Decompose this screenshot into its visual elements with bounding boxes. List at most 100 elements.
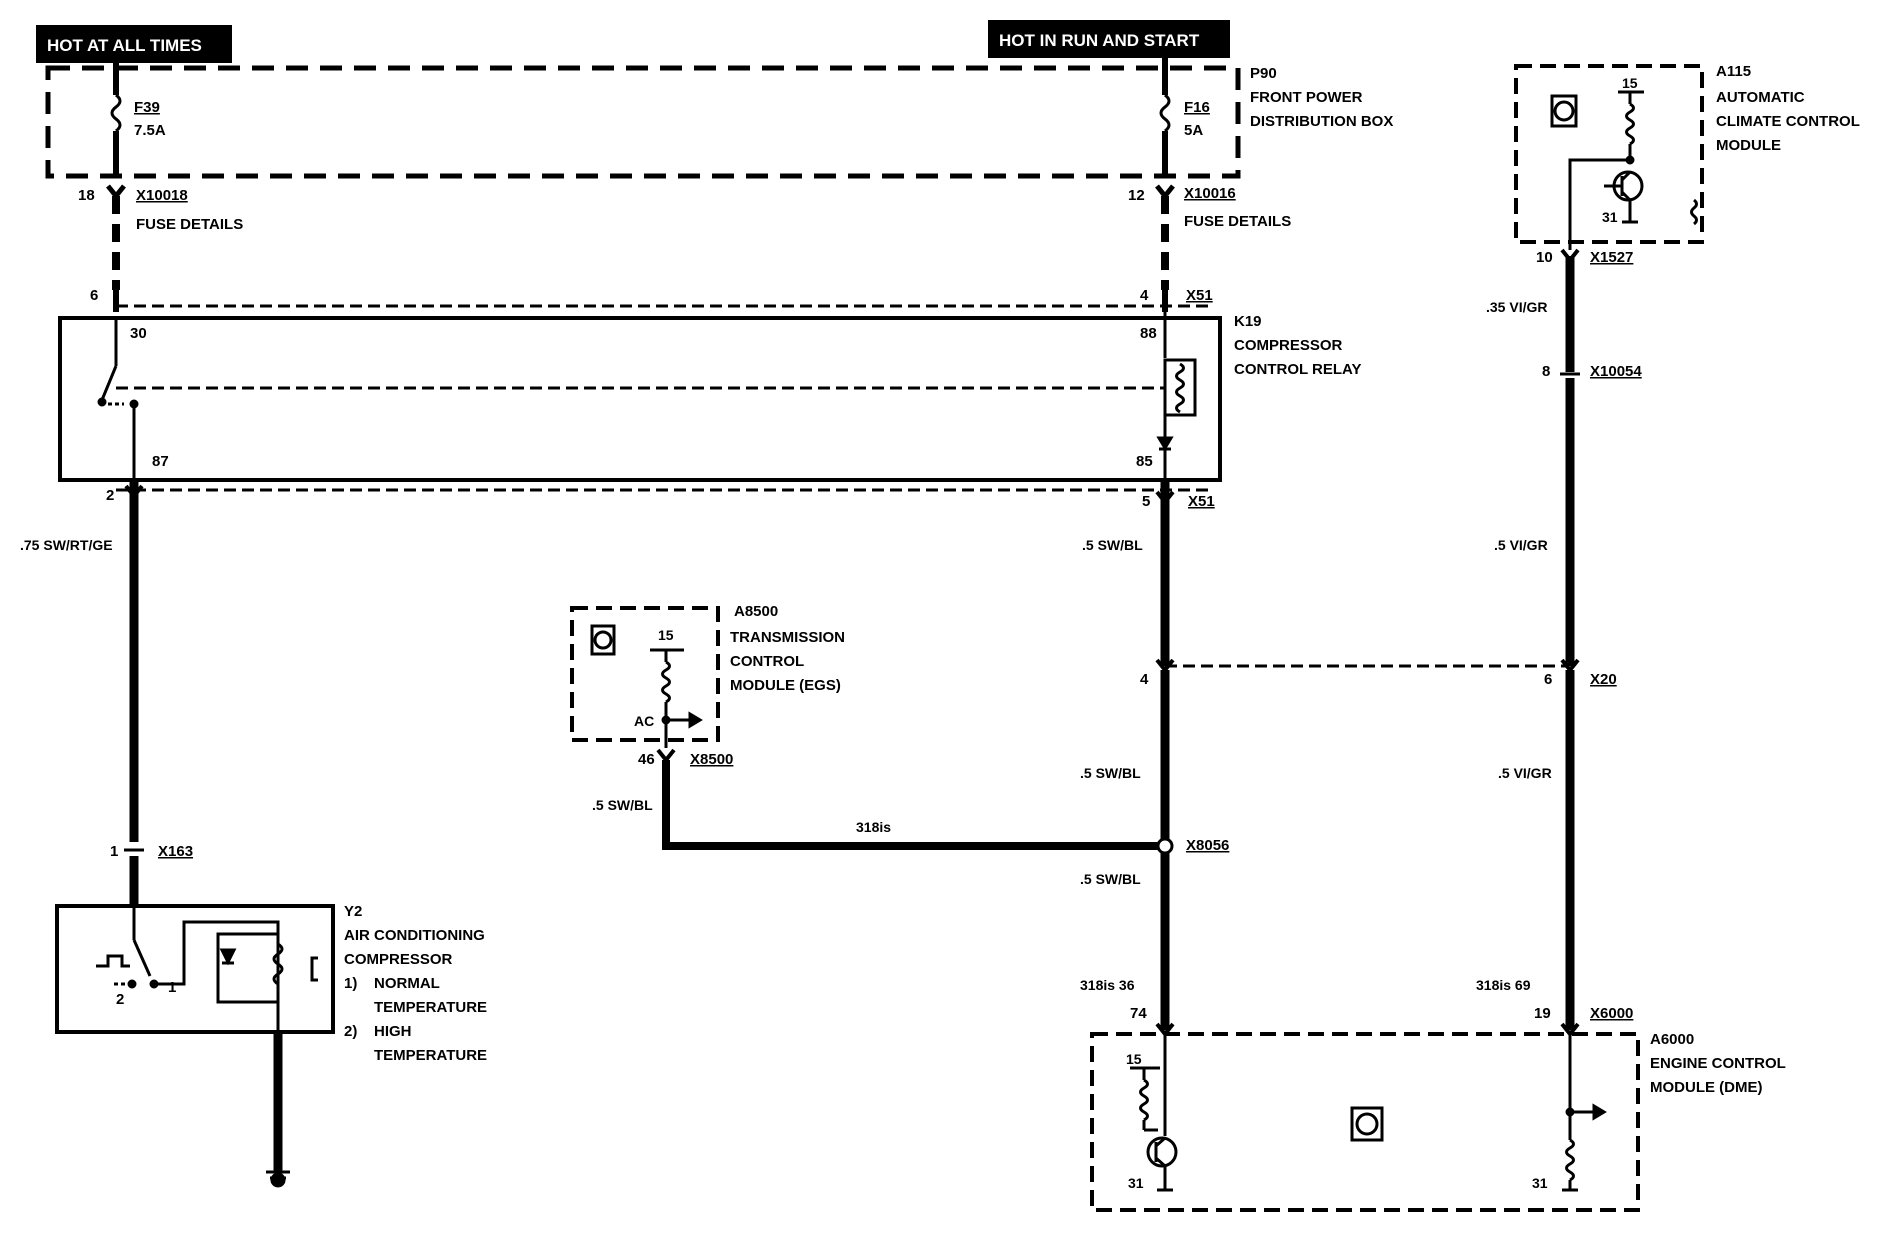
pin-4: 4: [1140, 287, 1149, 304]
svg-text:HOT AT ALL TIMES: HOT AT ALL TIMES: [47, 36, 202, 55]
fuse-f39-name: F39: [134, 99, 160, 116]
wire-label-w5: .5 SW/BL: [1082, 537, 1143, 553]
k19-id: K19: [1234, 313, 1262, 330]
fuse-details-left: FUSE DETAILS: [136, 216, 243, 233]
pin-18: 18: [78, 187, 95, 204]
fuse-details-right: FUSE DETAILS: [1184, 213, 1291, 230]
pin-46: 46: [638, 751, 655, 768]
y2-label-2: COMPRESSOR: [344, 951, 453, 968]
p90-distribution-box: [45, 65, 1241, 179]
ground-icon: [266, 1170, 290, 1188]
connector-x163-label: X163: [158, 843, 193, 860]
wire-label-w7: .5 SW/BL: [1080, 765, 1141, 781]
banner-hot-at-all-times: HOT AT ALL TIMES: [36, 25, 232, 63]
a6000-label-2: MODULE (DME): [1650, 1079, 1763, 1096]
y2-id: Y2: [344, 903, 362, 920]
fuse-f16: [1159, 58, 1171, 176]
p90-label-1: FRONT POWER: [1250, 89, 1363, 106]
pin-31c: 31: [1128, 1175, 1144, 1191]
y2-note-num-2: 2): [344, 1023, 357, 1040]
a8500-id: A8500: [734, 603, 778, 620]
pin-15a: 15: [1622, 75, 1638, 91]
pin-6: 6: [90, 287, 98, 304]
y2-note-2a: HIGH: [374, 1023, 412, 1040]
a6000-label-1: ENGINE CONTROL: [1650, 1055, 1786, 1072]
a8500-label-2: CONTROL: [730, 653, 804, 670]
connector-x20-label: X20: [1590, 671, 1617, 688]
pin-88: 88: [1140, 325, 1157, 342]
fuse-f16-rating: 5A: [1184, 122, 1203, 139]
a115-id: A115: [1716, 63, 1751, 80]
wire-label-w3: .35 VI/GR: [1486, 299, 1547, 315]
a6000-module-box: [1090, 1032, 1640, 1212]
connector-x1527-label: X1527: [1590, 249, 1633, 266]
banner-hot-in-run-and-start: HOT IN RUN AND START: [988, 20, 1230, 58]
a8500-input-circuit: [650, 648, 703, 748]
pin-12: 12: [1128, 187, 1145, 204]
pin-74: 74: [1130, 1005, 1147, 1022]
pin-1: 1: [110, 843, 118, 860]
a8500-module-box: [570, 606, 720, 742]
k19-coil: [1156, 312, 1197, 480]
y2-note-1a: NORMAL: [374, 975, 440, 992]
pin-5: 5: [1142, 493, 1150, 510]
a115-label-1: AUTOMATIC: [1716, 89, 1805, 106]
a115-module-box: [1514, 64, 1704, 244]
connector-x10054-label: X10054: [1590, 363, 1642, 380]
a6000-input-transistor: [1130, 1034, 1178, 1192]
k19-relay-box: [58, 316, 1222, 482]
fuse-f39-rating: 7.5A: [134, 122, 166, 139]
connector-x51-top-label: X51: [1186, 287, 1213, 304]
k19-label-1: COMPRESSOR: [1234, 337, 1343, 354]
pin-31d: 31: [1532, 1175, 1548, 1191]
p90-id: P90: [1250, 65, 1277, 82]
y2-compressor-box: [55, 904, 335, 1034]
a8500-ac-label: AC: [634, 713, 654, 729]
wire-label-w1: .75 SW/RT/GE: [20, 537, 113, 553]
wire-label-w6: .5 VI/GR: [1498, 765, 1552, 781]
connector-x51-bottom-label: X51: [1188, 493, 1215, 510]
y2-note-num-1: 1): [344, 975, 357, 992]
a115-label-3: MODULE: [1716, 137, 1781, 154]
wire-sw-bl-egs: [662, 760, 1158, 850]
pin-4b: 4: [1140, 671, 1149, 688]
wire-label-w2: .5 SW/BL: [592, 797, 653, 813]
k19-label-2: CONTROL RELAY: [1234, 361, 1362, 378]
y2-note-2b: TEMPERATURE: [374, 1047, 487, 1064]
pin-87: 87: [152, 453, 169, 470]
y2-pin-2: 2: [116, 991, 124, 1008]
module-icon: [590, 624, 616, 656]
y2-note-1b: TEMPERATURE: [374, 999, 487, 1016]
pin-10: 10: [1536, 249, 1553, 266]
wire-label-bus36: 318is 36: [1080, 977, 1135, 993]
y2-label-1: AIR CONDITIONING: [344, 927, 485, 944]
connector-x10018-label: X10018: [136, 187, 188, 204]
pin-6b: 6: [1544, 671, 1552, 688]
y2-clutch-coil: [168, 920, 318, 1050]
k19-switch-contact: [97, 318, 1165, 480]
pin-30: 30: [130, 325, 147, 342]
a8500-label-1: TRANSMISSION: [730, 629, 845, 646]
splice-x8056: [1156, 837, 1174, 855]
p90-label-2: DISTRIBUTION BOX: [1250, 113, 1393, 130]
connector-x8056-label: X8056: [1186, 837, 1229, 854]
fuse-f16-name: F16: [1184, 99, 1210, 116]
connector-x10016: [1155, 184, 1175, 201]
connector-x10016-label: X10016: [1184, 185, 1236, 202]
pin-85: 85: [1136, 453, 1153, 470]
wire-label-w8: .5 SW/BL: [1080, 871, 1141, 887]
y2-pin-1: 1: [168, 979, 176, 996]
a8500-label-3: MODULE (EGS): [730, 677, 841, 694]
svg-text:HOT IN RUN AND START: HOT IN RUN AND START: [999, 31, 1200, 50]
pin-2: 2: [106, 487, 114, 504]
pin-8: 8: [1542, 363, 1550, 380]
y2-thermal-switch: [96, 906, 168, 989]
a6000-id: A6000: [1650, 1031, 1694, 1048]
module-icon: [1350, 1106, 1384, 1142]
fuse-f39: [110, 60, 122, 176]
connector-x6000-label: X6000: [1590, 1005, 1633, 1022]
pin-15b: 15: [658, 627, 674, 643]
connector-x10018: [106, 184, 126, 201]
wire-label-bus: 318is: [856, 819, 891, 835]
